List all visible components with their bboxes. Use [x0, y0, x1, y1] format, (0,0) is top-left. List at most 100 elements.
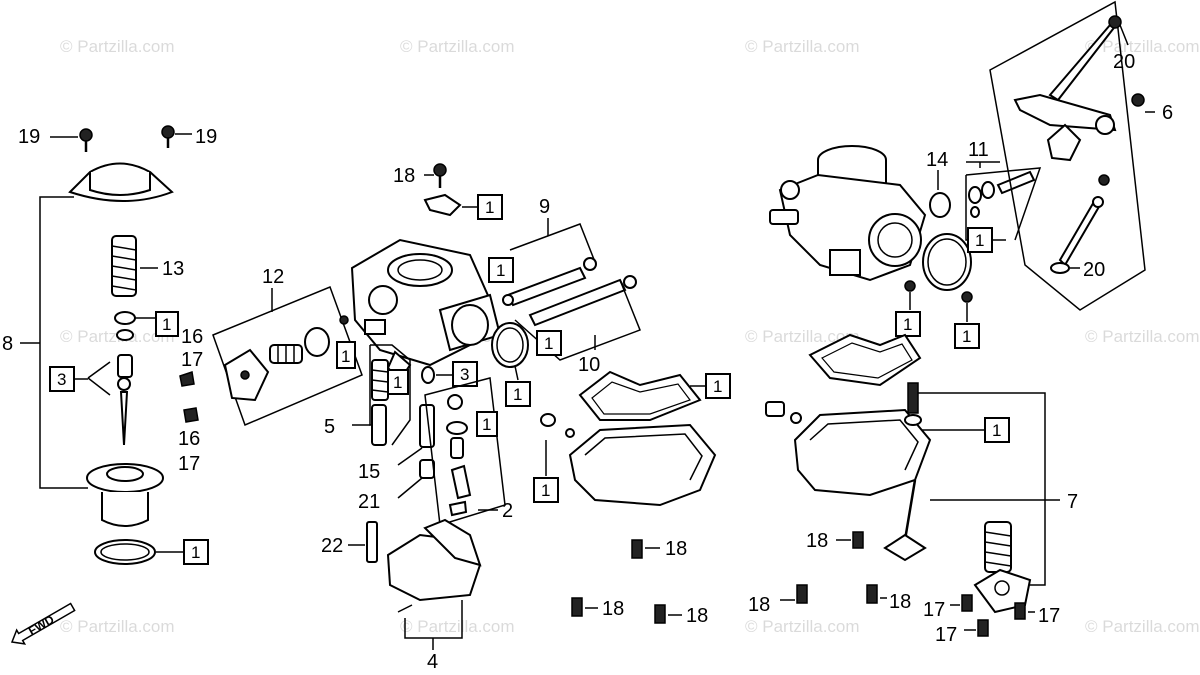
- ref-box: [477, 194, 503, 220]
- screw-part: [961, 291, 973, 303]
- ref-box-label: 1: [962, 327, 971, 346]
- ref-box: [984, 417, 1010, 443]
- screw-part: [654, 604, 666, 624]
- ref-box: [476, 411, 498, 437]
- ref-box-label: 1: [341, 347, 350, 366]
- ref-box-label: 1: [513, 385, 522, 404]
- adjust-screw-part: [996, 170, 1036, 195]
- ref-box-label: 1: [496, 261, 505, 280]
- screw-part: [179, 371, 195, 387]
- ref-label: 16: [181, 326, 203, 348]
- screw-part: [540, 413, 556, 427]
- spring-part: [1058, 198, 1102, 267]
- screw-part: [977, 619, 989, 637]
- ref-box: [536, 330, 562, 356]
- watermark: © Partzilla.com: [60, 617, 175, 636]
- gasket-part: [578, 370, 702, 421]
- ref-label: 18: [748, 594, 770, 616]
- ref-label: 11: [968, 139, 989, 161]
- ref-label: 18: [602, 598, 624, 620]
- ref-label: 17: [181, 349, 203, 371]
- screw-part: [631, 539, 643, 559]
- ref-label: 15: [358, 461, 380, 483]
- screw-part: [161, 125, 175, 139]
- ref-label: 18: [889, 591, 911, 613]
- ref-label: 8: [2, 333, 13, 355]
- spring-part: [111, 235, 137, 297]
- arrow-icon: [10, 602, 76, 645]
- ref-box-label: 1: [903, 315, 912, 334]
- ref-box-label: 1: [541, 481, 550, 500]
- ref-box: [387, 369, 409, 395]
- carburetor-body-center: 18 1 12 1 5: [212, 163, 731, 673]
- ref-label: 19: [195, 126, 217, 148]
- diaphragm-part: [304, 327, 330, 357]
- ref-box: [49, 366, 75, 392]
- o-ring-part: [968, 186, 982, 204]
- screw-part: [1131, 93, 1145, 107]
- ref-label: 17: [1038, 605, 1060, 627]
- jet-part: [419, 459, 435, 479]
- ref-label: 17: [178, 453, 200, 475]
- ref-box: [533, 477, 559, 503]
- cap-part: [929, 192, 951, 218]
- watermark: © Partzilla.com: [745, 617, 860, 636]
- watermark: © Partzilla.com: [60, 37, 175, 56]
- ref-label: 13: [162, 258, 184, 280]
- ref-label: 2: [502, 500, 513, 522]
- ref-label: 5: [324, 416, 335, 438]
- bracket-part: [423, 193, 462, 217]
- ref-box: [705, 373, 731, 399]
- ref-label: 12: [262, 266, 284, 288]
- ref-box: [183, 539, 209, 565]
- watermark: © Partzilla.com: [400, 617, 515, 636]
- ref-box: [954, 323, 980, 349]
- ref-label: 20: [1083, 259, 1105, 281]
- ref-label: 10: [578, 354, 600, 376]
- needle-holder-part: [114, 311, 136, 325]
- ref-label: 18: [665, 538, 687, 560]
- float-valve-part: [450, 464, 472, 500]
- screw-part: [571, 597, 583, 617]
- ref-label: 18: [806, 530, 828, 552]
- screw-part: [866, 584, 878, 604]
- ref-box-label: 1: [975, 231, 984, 250]
- ref-box: [895, 311, 921, 337]
- ref-label: 21: [358, 491, 380, 513]
- ref-label: 17: [923, 599, 945, 621]
- o-ring-part: [447, 394, 463, 410]
- ref-label: 4: [427, 651, 438, 673]
- ref-label: 20: [1113, 51, 1135, 73]
- ref-box-label: 3: [57, 370, 66, 389]
- screw-part: [961, 594, 973, 612]
- watermark: © Partzilla.com: [400, 37, 515, 56]
- ref-label: 6: [1162, 102, 1173, 124]
- ref-box: [336, 341, 356, 369]
- float-chamber-part: [568, 423, 717, 507]
- ref-label: 9: [539, 196, 550, 218]
- ref-label: 7: [1067, 491, 1078, 513]
- pump-diaphragm-part: [883, 533, 927, 562]
- ref-box: [505, 381, 531, 407]
- screw-part: [1014, 602, 1026, 620]
- screw-part: [433, 163, 447, 177]
- ref-label: 14: [926, 149, 948, 171]
- ref-label: 17: [935, 624, 957, 646]
- watermark: © Partzilla.com: [1085, 327, 1200, 346]
- ref-box-label: 1: [162, 315, 171, 334]
- vacuum-chamber-group: 19 19 13 1 16 3: [2, 125, 217, 565]
- ref-box-label: 1: [544, 334, 553, 353]
- watermark: © Partzilla.com: [1085, 37, 1200, 56]
- ref-box: [967, 227, 993, 253]
- screw-part: [1098, 174, 1110, 186]
- ref-box-label: 1: [393, 373, 402, 392]
- ref-label: 18: [393, 165, 415, 187]
- ref-box-label: 1: [713, 377, 722, 396]
- pump-spring-part: [269, 344, 303, 364]
- valve-part: [907, 382, 919, 414]
- pilot-screw-part: [366, 521, 378, 563]
- carburetor-assembly-right: 14 1 1 11 1 6 20: [748, 0, 1173, 646]
- ref-label: 22: [321, 535, 343, 557]
- ref-box-label: 1: [485, 198, 494, 217]
- ref-box-label: 1: [992, 421, 1001, 440]
